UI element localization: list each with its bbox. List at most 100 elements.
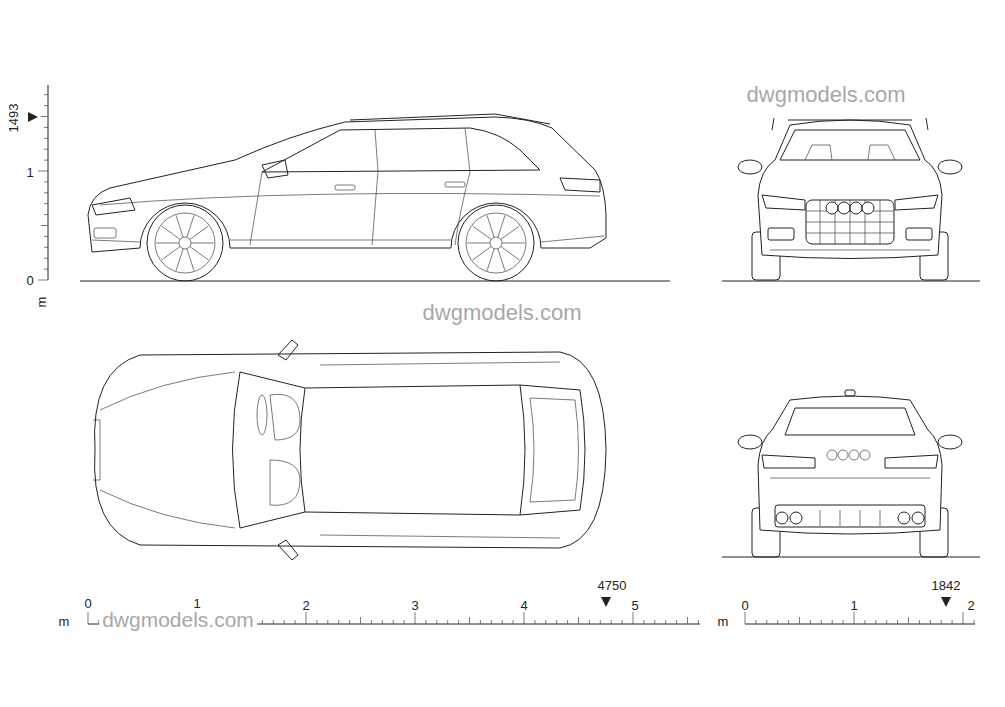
ruler-tick	[262, 620, 263, 624]
ruler-tick	[502, 620, 503, 624]
ruler-tick	[44, 214, 48, 215]
wheel-spoke	[487, 249, 494, 271]
ruler-tick	[44, 105, 48, 106]
ruler-tick	[44, 94, 48, 95]
ruler-tick	[44, 269, 48, 270]
wheel-spoke	[473, 226, 492, 240]
ruler-tick	[458, 620, 459, 624]
watermark: dwgmodels.com	[99, 608, 257, 631]
ruler-tick	[371, 620, 372, 624]
ruler-tick	[480, 620, 481, 624]
ruler-tick	[919, 620, 920, 624]
ruler-tick	[41, 116, 48, 117]
ruler-tick	[327, 620, 328, 624]
wheel-spoke	[187, 215, 194, 237]
wheel-spoke	[498, 215, 505, 237]
wheel-spoke	[176, 215, 183, 237]
ruler-tick	[622, 620, 623, 624]
ruler-tick	[578, 617, 579, 624]
ruler-tick	[611, 620, 612, 624]
unit-label: m	[59, 615, 70, 628]
scale-number: 0	[84, 597, 91, 610]
ruler-tick	[875, 620, 876, 624]
scale-number: 1	[850, 599, 857, 612]
ruler-tick	[316, 620, 317, 624]
ruler-tick	[864, 620, 865, 624]
watermark: dwgmodels.com	[420, 301, 585, 325]
wheel-spoke	[162, 226, 181, 240]
ruler-tick	[44, 138, 48, 139]
wheel-spoke	[467, 243, 490, 244]
ruler-tick	[567, 620, 568, 624]
wheel-spoke	[502, 243, 525, 244]
ruler-tick	[643, 620, 644, 624]
ruler-tick	[44, 160, 48, 161]
dimension-value: 1493	[7, 104, 20, 133]
ruler-tick	[777, 620, 778, 624]
ruler-tick	[415, 612, 416, 624]
ruler-tick	[534, 620, 535, 624]
ruler-tick	[698, 620, 699, 624]
wheel-spoke	[501, 226, 520, 240]
ruler-tick	[382, 620, 383, 624]
ruler-tick	[589, 620, 590, 624]
wheel-spoke	[190, 226, 209, 240]
ruler-tick	[44, 181, 48, 182]
wheel-spoke	[487, 215, 494, 237]
ruler-tick	[284, 620, 285, 624]
ruler-tick	[941, 620, 942, 624]
scale-number: 0	[741, 599, 748, 612]
scale-number: 5	[631, 599, 638, 612]
ruler-tick	[545, 620, 546, 624]
ruler-tick	[425, 620, 426, 624]
rear-view	[738, 390, 962, 557]
ruler-tick	[799, 617, 800, 624]
ruler-tick	[788, 620, 789, 624]
scale-number: 3	[411, 599, 418, 612]
ruler-tick	[908, 617, 909, 624]
ruler-tick	[810, 620, 811, 624]
ruler-tick	[600, 620, 601, 624]
ruler-tick	[654, 620, 655, 624]
ruler-tick	[273, 620, 274, 624]
ruler-tick	[44, 192, 48, 193]
ruler-tick	[952, 620, 953, 624]
ruler-tick	[633, 612, 634, 624]
dimension-value: 1842	[932, 579, 961, 592]
ruler-tick	[38, 171, 48, 172]
ruler-tick	[44, 236, 48, 237]
ruler-tick	[469, 617, 470, 624]
ruler-tick	[930, 620, 931, 624]
ruler-tick	[821, 620, 822, 624]
side-view	[88, 114, 606, 281]
scale-number: 4	[520, 599, 527, 612]
ruler-tick	[436, 620, 437, 624]
ruler-tick	[44, 203, 48, 204]
ruler-tick	[44, 258, 48, 259]
ruler-tick	[306, 612, 307, 624]
ruler-tick	[524, 612, 525, 624]
ruler-tick	[360, 617, 361, 624]
ruler-tick	[513, 620, 514, 624]
ruler-tick	[41, 225, 48, 226]
ruler-tick	[897, 620, 898, 624]
ruler-tick	[404, 620, 405, 624]
scale-number: 1	[26, 166, 33, 179]
scale-number: 0	[26, 274, 33, 287]
ruler-tick	[886, 620, 887, 624]
wheel-spoke	[501, 247, 520, 261]
ruler-tick	[973, 620, 974, 624]
scale-number: 1	[193, 597, 200, 610]
wheel-spoke	[176, 249, 183, 271]
unit-label: m	[35, 297, 48, 308]
wheel-spoke	[473, 247, 492, 261]
ruler-tick	[38, 280, 48, 281]
ruler-tick	[44, 127, 48, 128]
ruler-tick	[963, 612, 964, 624]
wheel-spoke	[498, 249, 505, 271]
ruler-tick	[687, 617, 688, 624]
ruler-tick	[393, 620, 394, 624]
ruler-tick	[88, 612, 89, 624]
scale-number: 2	[967, 599, 974, 612]
dimension-value: 4750	[598, 579, 627, 592]
